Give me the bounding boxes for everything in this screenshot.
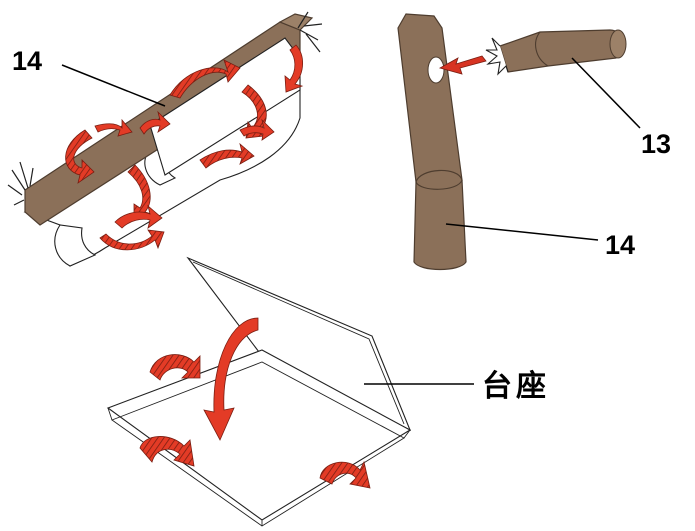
leader-line-14-right: [445, 223, 599, 241]
bristle-left: [7, 161, 34, 206]
label-13: 13: [641, 129, 671, 159]
paper-wrap-curl: [54, 224, 97, 267]
stick-13-bend: [535, 31, 549, 67]
stick-14-lower: [413, 169, 467, 271]
label-14-right: 14: [605, 230, 635, 260]
fold-arrow-2: [284, 44, 304, 93]
fold-arrow-8: [99, 229, 165, 251]
stick-14-hole: [427, 56, 445, 84]
stick-14-upper: [397, 13, 463, 183]
fold-arrow-7: [114, 204, 163, 229]
fold-arrow-4: [94, 118, 133, 137]
stick-13-body: [499, 29, 625, 73]
fold-arrow-1: [169, 59, 241, 99]
stick-13-bristle: [485, 37, 509, 76]
bristle-right: [297, 11, 323, 53]
leader-line-14-top: [61, 64, 166, 107]
fold-arrow-10: [239, 118, 275, 141]
fold-arrow-11: [139, 110, 171, 135]
fold-arrow-base-3: [319, 460, 371, 489]
fold-arrow-9: [199, 142, 255, 169]
base-cover-flap-inner: [192, 261, 405, 425]
fold-arrow-3: [65, 129, 95, 184]
label-14-top: 14: [12, 46, 42, 76]
base-tray-edge: [107, 407, 411, 526]
base-fold-figure: 台座: [106, 256, 550, 527]
fold-arrow-base-2: [139, 436, 195, 467]
stick-14-joint: [415, 179, 463, 190]
fold-arrow-6: [127, 164, 154, 221]
fold-arrow-base-1: [149, 354, 201, 381]
fold-down-arrow: [203, 317, 259, 441]
insert-stick-figure: 13 14: [397, 13, 671, 271]
leader-line-13: [571, 57, 641, 129]
wrapped-stick-figure: 14: [7, 11, 323, 267]
insert-arrow: [438, 55, 487, 75]
stick-13-end: [609, 29, 627, 59]
label-base: 台座: [482, 369, 550, 404]
